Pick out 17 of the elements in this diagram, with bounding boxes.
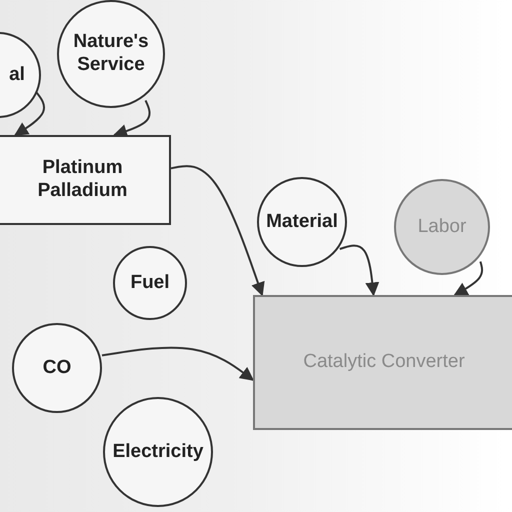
arrow [113,100,151,138]
node-label: Material [266,210,338,234]
node-label: CO [42,356,72,380]
node-label: Platinum Palladium [36,157,128,203]
arrow [340,244,380,296]
node-label: Electricity [112,440,204,464]
node-label: al [9,64,25,86]
arrow [170,165,265,296]
node-label: Labor [418,216,466,238]
arrow [454,261,484,296]
process-box [0,135,171,225]
arrow [14,90,45,136]
process-box [253,295,512,430]
node-label: Fuel [130,272,170,294]
node-label: Nature's Service [72,31,150,77]
arrow [102,346,254,381]
node-label: Catalytic Converter [303,351,465,374]
